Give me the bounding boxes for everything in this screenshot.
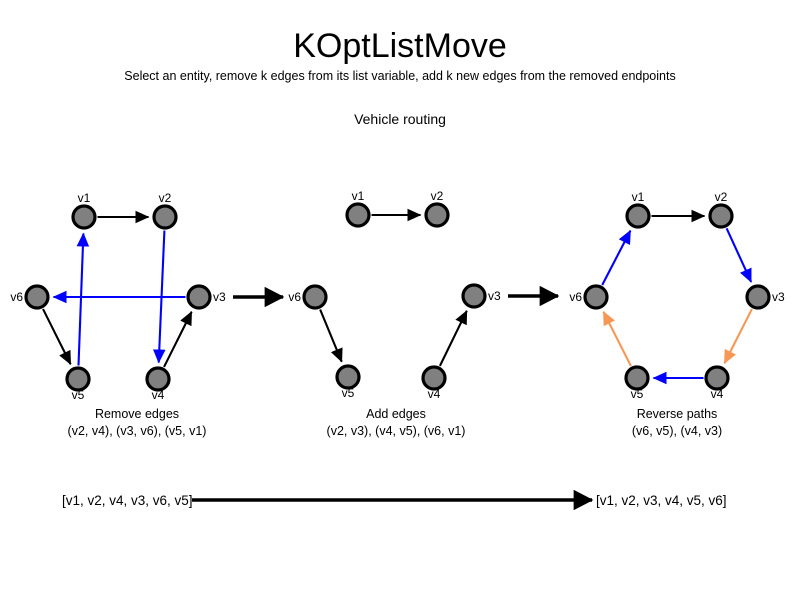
panel-caption-title: Reverse paths — [637, 407, 718, 421]
page-subtitle: Select an entity, remove k edges from it… — [124, 69, 676, 83]
node-v1[interactable] — [345, 202, 371, 228]
node-label-v4: v4 — [152, 388, 165, 402]
panel-caption-title: Add edges — [366, 407, 426, 421]
nodes-group: v1 v2 v3 v4 v5 v6 — [10, 191, 226, 402]
nodes-group: v1 v2 v3 v4 v5 v6 — [569, 190, 785, 401]
page-title: KOptListMove — [293, 27, 507, 65]
node-label-v5: v5 — [72, 388, 85, 402]
node-label-v6: v6 — [288, 290, 301, 304]
node-v2[interactable] — [152, 204, 178, 230]
node-v3[interactable] — [745, 284, 771, 310]
edge-v6-v5 — [42, 308, 72, 365]
node-v5[interactable] — [624, 365, 650, 391]
node-v4[interactable] — [145, 366, 171, 392]
edges-group — [42, 210, 193, 368]
node-v5[interactable] — [335, 364, 361, 390]
list-before-label: [v1, v2, v4, v3, v6, v5] — [62, 493, 193, 508]
node-v4[interactable] — [704, 365, 730, 391]
edge-v6-v1 — [601, 229, 632, 286]
node-label-v2: v2 — [159, 191, 172, 205]
edge-v5-v1 — [76, 232, 90, 366]
node-label-v4: v4 — [428, 387, 441, 401]
list-row: [v1, v2, v4, v3, v6, v5] [v1, v2, v3, v4… — [62, 489, 727, 511]
section-label-vehicle-routing: Vehicle routing — [354, 111, 446, 127]
panel-caption-title: Remove edges — [95, 407, 179, 421]
node-label-v1: v1 — [632, 190, 645, 204]
node-label-v3: v3 — [488, 289, 501, 303]
node-label-v2: v2 — [715, 190, 728, 204]
node-label-v6: v6 — [10, 290, 23, 304]
node-label-v5: v5 — [631, 387, 644, 401]
node-label-v4: v4 — [711, 387, 724, 401]
panel-caption-detail: (v2, v4), (v3, v6), (v5, v1) — [68, 424, 207, 438]
node-label-v2: v2 — [431, 189, 444, 203]
node-v4[interactable] — [421, 365, 447, 391]
transitions-layer — [233, 285, 560, 308]
node-v6[interactable] — [583, 284, 609, 310]
edge-v2-v3 — [725, 227, 753, 283]
node-label-v1: v1 — [352, 189, 365, 203]
node-label-v6: v6 — [569, 290, 582, 304]
node-label-v5: v5 — [342, 386, 355, 400]
node-v5[interactable] — [65, 366, 91, 392]
edges-group — [601, 209, 753, 385]
node-v3[interactable] — [186, 284, 212, 310]
node-label-v1: v1 — [78, 191, 91, 205]
node-v1[interactable] — [625, 203, 651, 229]
node-v2[interactable] — [424, 202, 450, 228]
node-v6[interactable] — [302, 284, 328, 310]
node-v2[interactable] — [708, 203, 734, 229]
panel-caption-detail: (v6, v5), (v4, v3) — [632, 424, 722, 438]
node-v3[interactable] — [461, 283, 487, 309]
edge-v4-v3 — [163, 311, 193, 368]
node-v6[interactable] — [24, 284, 50, 310]
edge-v6-v5 — [319, 309, 343, 363]
node-label-v3: v3 — [772, 290, 785, 304]
list-after-label: [v1, v2, v3, v4, v5, v6] — [596, 493, 727, 508]
panel-caption-detail: (v2, v3), (v4, v5), (v6, v1) — [327, 424, 466, 438]
nodes-group: v1 v2 v3 v4 v5 v6 — [288, 189, 501, 401]
edge-v5-v6 — [602, 310, 632, 367]
node-v1[interactable] — [71, 204, 97, 230]
edge-v4-v3 — [438, 310, 468, 367]
node-label-v3: v3 — [213, 290, 226, 304]
edges-group — [319, 208, 468, 367]
edge-v3-v4 — [723, 308, 753, 365]
